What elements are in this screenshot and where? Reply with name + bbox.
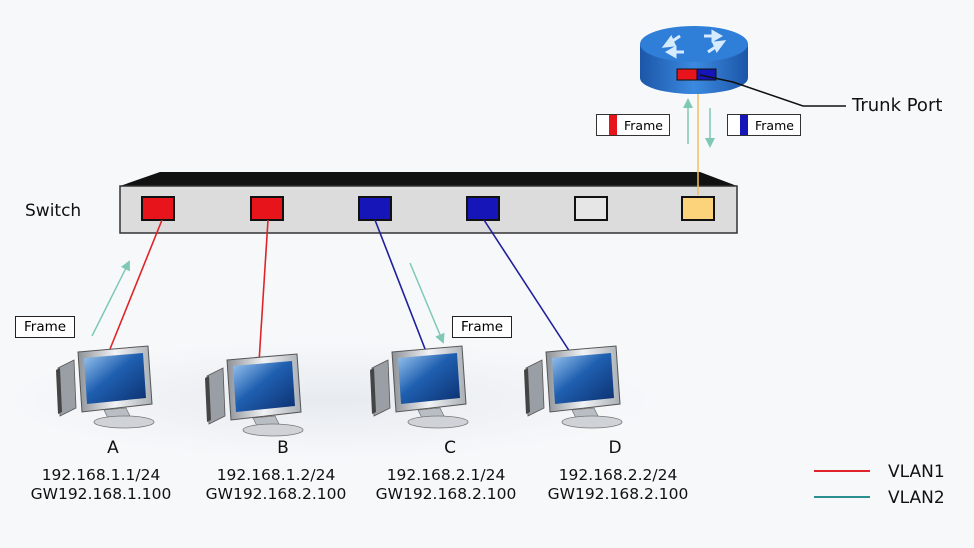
legend-vlan1-label: VLAN1	[888, 462, 945, 482]
links	[107, 219, 571, 363]
switch-body	[119, 185, 738, 234]
vlan1-tag	[609, 115, 617, 135]
pc-a-address: 192.168.1.1/24 GW192.168.1.100	[1, 466, 201, 504]
router-port-vlan2	[696, 68, 717, 81]
switch	[119, 172, 738, 234]
port-4-vlan2	[466, 196, 500, 221]
router-port-vlan1	[676, 68, 698, 81]
link-a	[107, 219, 163, 355]
port-2-vlan1	[250, 196, 284, 221]
pc-c-address: 192.168.2.1/24 GW192.168.2.100	[346, 466, 546, 504]
trunk-port-label: Trunk Port	[852, 95, 943, 116]
arrow-pc-a-up	[91, 260, 130, 337]
pc-c-ip: 192.168.2.1/24	[386, 466, 506, 484]
pc-d-icon	[524, 345, 623, 429]
pc-d-address: 192.168.2.2/24 GW192.168.2.100	[518, 466, 718, 504]
legend-vlan2-label: VLAN2	[888, 488, 945, 508]
port-6-trunk	[681, 196, 715, 221]
pc-c-letter: C	[444, 438, 456, 458]
pc-d-gateway: GW192.168.2.100	[547, 485, 689, 503]
router-arrows-icon	[661, 29, 727, 59]
pc-b-letter: B	[277, 438, 289, 458]
frame-vlan1-label: Frame	[624, 117, 663, 133]
pc-b-gateway: GW192.168.2.100	[205, 485, 347, 503]
pc-shadow	[0, 340, 660, 460]
pc-b-ip: 192.168.1.2/24	[216, 466, 336, 484]
switch-top	[120, 172, 737, 186]
pc-c-icon	[370, 345, 469, 429]
pc-c-gateway: GW192.168.2.100	[375, 485, 517, 503]
frame-vlan2-tagged: Frame	[727, 114, 801, 136]
pc-a-gateway: GW192.168.1.100	[30, 485, 172, 503]
frame-vlan1-tagged: Frame	[596, 114, 670, 136]
switch-label: Switch	[25, 201, 82, 221]
computers	[56, 345, 623, 437]
pc-a-letter: A	[107, 438, 119, 458]
legend	[814, 470, 870, 498]
arrow-pc-c-down	[409, 262, 445, 344]
port-1-vlan1	[141, 196, 175, 221]
frame-label-a: Frame	[15, 316, 76, 338]
trunk-pointer-line	[699, 74, 846, 107]
port-3-vlan2	[358, 196, 392, 221]
port-5-unused	[574, 196, 608, 221]
pc-d-letter: D	[608, 438, 622, 458]
switch-ports	[141, 196, 715, 221]
link-d	[483, 219, 571, 353]
pc-a-icon	[56, 345, 155, 429]
pc-b-icon	[205, 353, 304, 437]
router-top	[640, 26, 748, 62]
frame-label-c: Frame	[452, 316, 513, 338]
pc-b-address: 192.168.1.2/24 GW192.168.2.100	[176, 466, 376, 504]
pc-d-ip: 192.168.2.2/24	[558, 466, 678, 484]
link-b	[258, 219, 269, 363]
frame-vlan2-label: Frame	[755, 117, 794, 133]
vlan2-tag	[740, 115, 748, 135]
pc-a-ip: 192.168.1.1/24	[41, 466, 161, 484]
link-c	[374, 219, 428, 355]
router	[640, 26, 748, 94]
